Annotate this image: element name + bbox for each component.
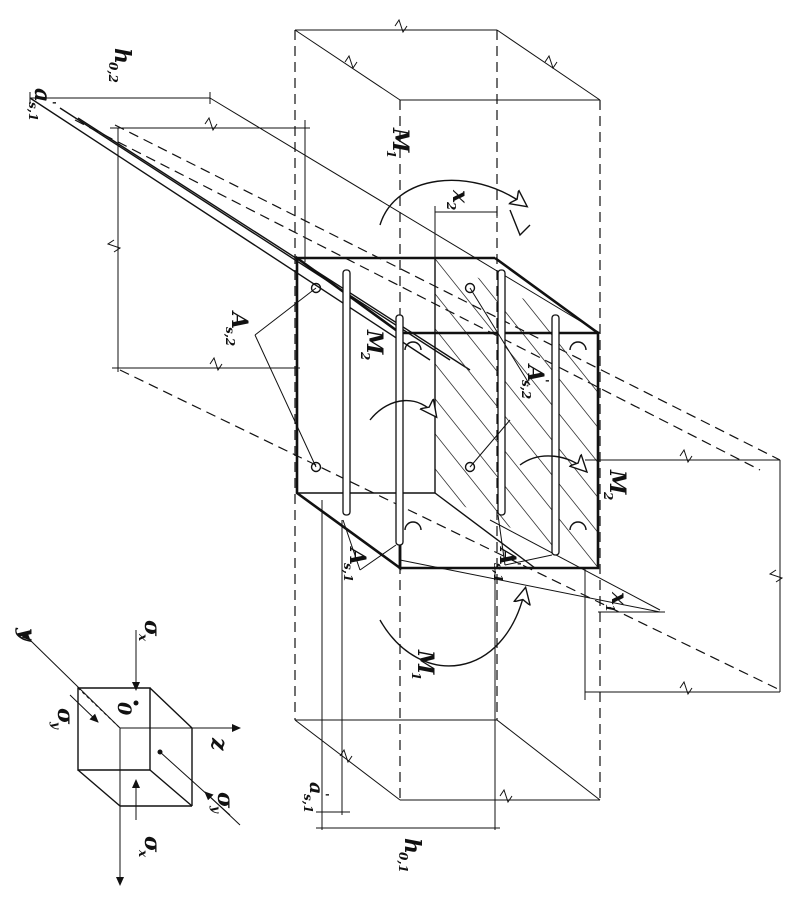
M1-top-sub: 1 bbox=[384, 150, 398, 158]
M1-top-text: M bbox=[387, 127, 413, 153]
as1-top-text: a bbox=[29, 88, 55, 102]
sigma-x-top-sub: x bbox=[136, 633, 150, 642]
label-As2p: A ' s,2 bbox=[519, 363, 551, 399]
bottom-dimension-frame bbox=[294, 719, 601, 804]
moment-arrows bbox=[369, 179, 585, 667]
z-axis-text: z bbox=[206, 737, 232, 751]
x2-sub: 2 bbox=[444, 201, 458, 210]
As2-text: A bbox=[226, 310, 252, 329]
as1-top-sub: s,1 bbox=[26, 102, 40, 121]
dashed-beam-outline bbox=[74, 30, 781, 800]
M2-right-sub: 2 bbox=[601, 491, 615, 500]
As1p-sub: s,1 bbox=[491, 563, 505, 582]
right-dimension bbox=[584, 448, 784, 700]
As1-text: A bbox=[344, 546, 370, 565]
M1-bottom-sub: 1 bbox=[409, 672, 423, 680]
label-M1-top: M 1 bbox=[384, 127, 413, 158]
axis-label-origin: 0 bbox=[113, 702, 135, 715]
reinforcement-bars bbox=[310, 269, 587, 556]
As2-sub: s,2 bbox=[223, 327, 237, 346]
label-As2: A s,2 bbox=[223, 310, 252, 346]
top-dimension-frame bbox=[294, 18, 601, 101]
sigma-y-right: σ y bbox=[209, 792, 238, 814]
as1-top-prime: ' bbox=[44, 101, 58, 105]
As2p-text: A bbox=[522, 363, 548, 382]
origin-text: 0 bbox=[113, 702, 135, 715]
h01-text: h bbox=[399, 838, 425, 854]
x1-text: x bbox=[606, 591, 632, 606]
As1p-prime: ' bbox=[509, 562, 523, 566]
as1-bottom-prime: ' bbox=[317, 793, 331, 797]
dimension-x2 bbox=[434, 206, 498, 258]
as1-bottom-sub: s,1 bbox=[301, 794, 315, 813]
x1-sub: 1 bbox=[603, 604, 617, 612]
M2-center-text: M bbox=[361, 329, 387, 355]
M1-bottom-text: M bbox=[412, 649, 438, 675]
label-As1p: A ' s,1 bbox=[491, 546, 523, 582]
sigma-x-bottom: σ x bbox=[136, 836, 165, 858]
h01-sub: 0,1 bbox=[396, 852, 410, 873]
axis-label-z: z bbox=[206, 737, 232, 751]
label-x1: x 1 bbox=[603, 591, 632, 612]
sigma-y-left-text: σ bbox=[52, 708, 78, 725]
label-M2-center: M 2 bbox=[358, 329, 387, 360]
label-h01: h 0,1 bbox=[396, 838, 425, 873]
sigma-x-top-text: σ bbox=[139, 620, 165, 637]
as1-bottom-text: a bbox=[305, 782, 327, 794]
axis-label-y: y bbox=[14, 627, 40, 643]
As1p-text: A bbox=[494, 546, 520, 565]
x2-text: x bbox=[447, 189, 473, 204]
As2p-sub: s,2 bbox=[519, 380, 533, 399]
label-As1: A s,1 bbox=[341, 546, 370, 582]
sigma-y-left: σ y bbox=[49, 708, 78, 730]
dimension-h01 bbox=[316, 500, 500, 830]
sigma-x-bottom-text: σ bbox=[139, 836, 165, 853]
sigma-y-right-sub: y bbox=[209, 805, 223, 814]
sigma-y-right-text: σ bbox=[212, 792, 238, 809]
label-h02: h 0,2 bbox=[106, 48, 135, 83]
axis-cube bbox=[21, 630, 241, 886]
sigma-x-top: σ x bbox=[136, 620, 165, 642]
label-as1-top: a ' s,1 bbox=[26, 88, 58, 121]
As2p-prime: ' bbox=[537, 379, 551, 383]
leader-lines bbox=[254, 287, 553, 571]
M2-center-sub: 2 bbox=[358, 351, 372, 360]
M2-right-text: M bbox=[604, 469, 630, 495]
h02-text: h bbox=[109, 48, 135, 64]
h02-sub: 0,2 bbox=[106, 62, 120, 83]
dimension-h02 bbox=[29, 92, 310, 372]
As1-sub: s,1 bbox=[341, 563, 355, 582]
y-axis-text: y bbox=[14, 627, 40, 643]
label-as1-bottom: a ' s,1 bbox=[301, 782, 331, 813]
compression-zone-hatch bbox=[435, 258, 598, 568]
label-M2-right: M 2 bbox=[601, 469, 630, 500]
sigma-x-bottom-sub: x bbox=[136, 849, 150, 858]
long-diagonal-lines bbox=[29, 97, 661, 613]
label-M1-bottom: M 1 bbox=[409, 649, 438, 680]
label-x2: x 2 bbox=[444, 189, 473, 210]
sigma-y-left-sub: y bbox=[49, 721, 63, 730]
